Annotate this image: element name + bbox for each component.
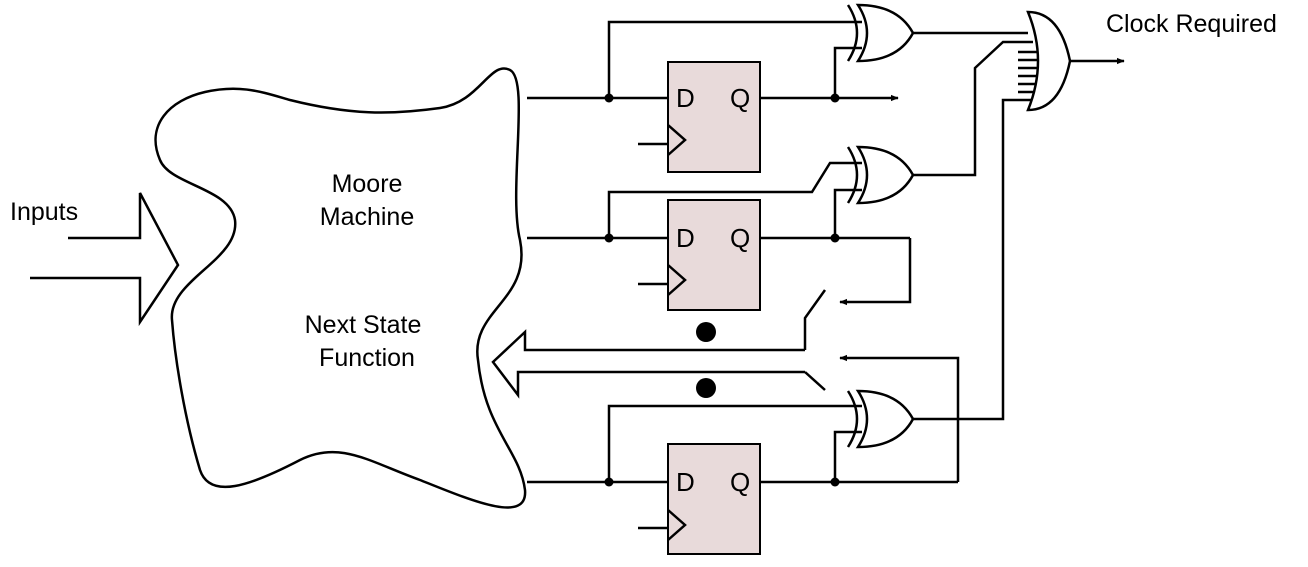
flipflop-2-d-label: D bbox=[676, 223, 695, 253]
flipflop-1: D Q bbox=[638, 61, 761, 173]
lower-switch bbox=[804, 371, 826, 391]
next-state-function-blob bbox=[154, 67, 527, 509]
flipflop-2-q-label: Q bbox=[730, 223, 750, 253]
xor-gate-2 bbox=[846, 145, 915, 205]
feedback-bus-arrow bbox=[491, 329, 805, 399]
moore-label-line1: Moore bbox=[332, 170, 403, 198]
inputs-label: Inputs bbox=[10, 198, 78, 226]
inputs-bus-arrow bbox=[30, 192, 180, 327]
flipflop-3: D Q bbox=[638, 443, 761, 555]
flipflop-1-q-label: Q bbox=[730, 83, 750, 113]
ellipsis-dot-1 bbox=[696, 322, 716, 342]
upper-switch bbox=[803, 289, 827, 350]
nsf-label-line2: Function bbox=[319, 344, 415, 372]
or-gate-clock bbox=[1018, 10, 1072, 112]
flipflop-1-d-label: D bbox=[676, 83, 695, 113]
xor-gate-1 bbox=[846, 3, 915, 63]
xor-gate-3 bbox=[846, 389, 915, 449]
flipflop-2: D Q bbox=[638, 199, 761, 311]
ellipsis-dot-2 bbox=[696, 378, 716, 398]
flipflop-3-q-label: Q bbox=[730, 467, 750, 497]
nsf-label-line1: Next State bbox=[305, 311, 422, 339]
clock-required-label: Clock Required bbox=[1106, 10, 1277, 38]
moore-label-line2: Machine bbox=[320, 203, 415, 231]
flipflop-3-d-label: D bbox=[676, 467, 695, 497]
